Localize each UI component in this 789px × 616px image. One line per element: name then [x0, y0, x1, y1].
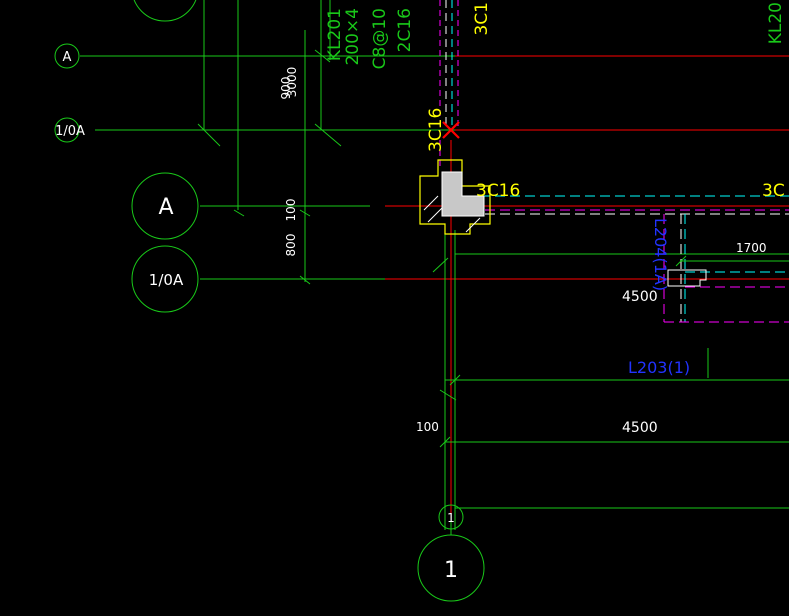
beam-kl201[interactable]: KL201 200×4 C8@10 2C16: [325, 0, 459, 170]
axis-bubble-1oa-large[interactable]: 1/0A: [131, 245, 199, 313]
beam-horizontal-right[interactable]: [480, 195, 789, 215]
dim-100-horizontal: 100: [416, 420, 439, 434]
dim-diagonal-short: [439, 389, 457, 401]
axis-bubble-top-partial: [133, 0, 197, 22]
axis-label-1oa-small: 1/0A: [55, 124, 85, 139]
dim-tick-1: [197, 123, 221, 147]
axis-bubble-top-circle: [133, 0, 197, 22]
tag-3c16-vertical: 3C16: [426, 108, 446, 152]
column-l-shape[interactable]: [419, 159, 491, 235]
horizontal-dimension-lower: [432, 257, 789, 448]
dim-1700: 1700: [736, 241, 767, 255]
dim-100-vertical: 100: [284, 199, 298, 222]
axis-bubble-1oa-small[interactable]: 1/0A: [54, 117, 85, 143]
dim-tick-2: [314, 123, 342, 147]
dim-3000: 3000: [285, 67, 299, 98]
vertical-dimension-chain: [197, 0, 342, 285]
dim-4500-tick-left: [439, 436, 451, 448]
axis-label-1-small: 1: [447, 511, 455, 525]
axis-label-a-large: A: [158, 195, 173, 220]
kl201-line-1: KL201: [325, 8, 345, 61]
axis-bubble-a-small-circle: [54, 43, 80, 69]
axis-bubble-1-small-circle: [438, 504, 464, 530]
axis-lines: [80, 55, 789, 535]
x-mark-stroke-2: [442, 121, 460, 139]
column-hatch-1: [423, 195, 439, 211]
dim-upper-tick: [449, 374, 461, 386]
dim-4500-right: 4500: [622, 289, 658, 305]
axis-label-1oa-large: 1/0A: [149, 271, 184, 289]
beam-l203[interactable]: L203(1): [628, 348, 709, 378]
axis-bubble-1-large-circle: [417, 534, 485, 602]
kl-right-label: KL20: [766, 2, 786, 44]
tag-3c-right: 3C: [762, 181, 785, 201]
axis-bubble-a-large-circle: [131, 172, 199, 240]
axis-bubble-a-large[interactable]: A: [131, 172, 199, 240]
axis-label-a-small: A: [63, 50, 72, 65]
dim-tick-5: [299, 275, 311, 285]
column-leader-diag: [432, 257, 449, 273]
axis-label-1-large: 1: [444, 558, 458, 583]
dim-4500-lower: 4500: [622, 420, 658, 436]
dim-tick-6: [314, 49, 331, 63]
l204-label: L204(1A): [651, 218, 670, 291]
beam-l204[interactable]: L204(1A): [651, 214, 789, 323]
dim-800: 800: [284, 234, 298, 257]
column-fill: [441, 171, 485, 217]
tag-3c16-horizontal: 3C16: [476, 181, 520, 201]
column-hatch-2: [427, 207, 443, 223]
l203-label: L203(1): [628, 358, 690, 377]
kl201-line-3: C8@10: [370, 8, 390, 69]
tag-3c1-top: 3C1: [472, 2, 492, 36]
column-outline-yellow: [419, 159, 491, 235]
l204-end-block: [667, 269, 707, 287]
kl201-line-2: 200×4: [343, 8, 363, 66]
dim-900: 900: [279, 77, 293, 100]
axis-bubble-1-large[interactable]: 1: [417, 534, 485, 602]
dim-tick-4: [299, 209, 311, 217]
dim-tick-3: [233, 209, 245, 217]
dim-1700-tick: [675, 255, 687, 267]
axis-bubble-1oa-large-circle: [131, 245, 199, 313]
axis-bubble-1-small[interactable]: 1: [438, 504, 464, 530]
column-hatch-3: [465, 217, 481, 233]
kl201-line-4: 2C16: [395, 8, 415, 52]
axis-bubble-a-small[interactable]: A: [54, 43, 80, 69]
axis-bubble-1oa-small-circle: [54, 117, 80, 143]
x-mark-icon[interactable]: [442, 121, 460, 139]
